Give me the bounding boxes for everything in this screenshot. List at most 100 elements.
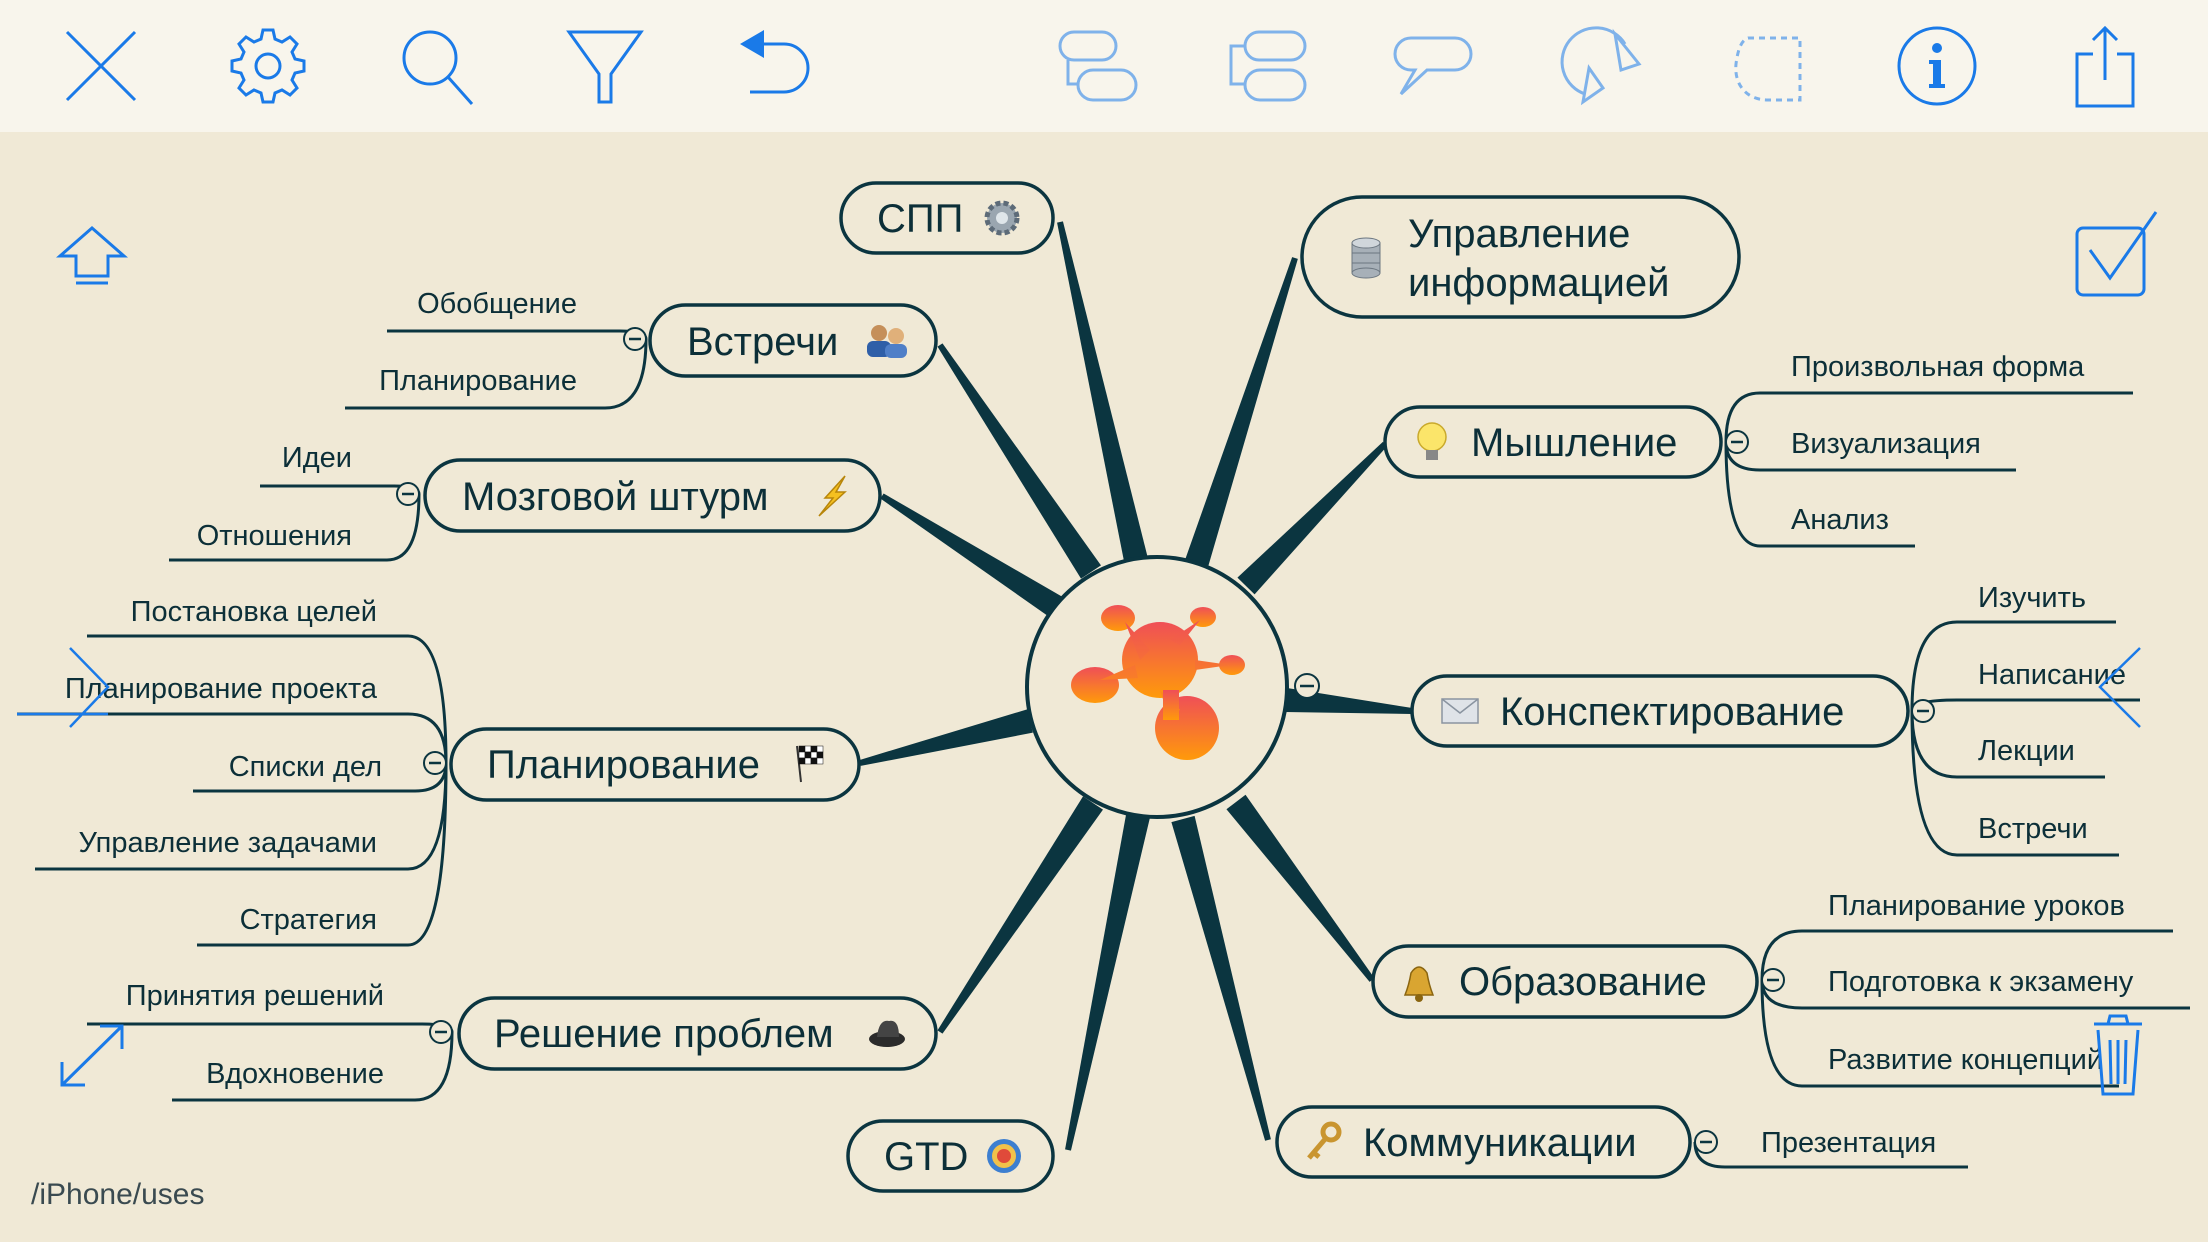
undo-button[interactable] (732, 24, 816, 108)
subtopic-label[interactable]: Идеи (282, 442, 352, 474)
subtopic-communications[interactable]: Презентация (1693, 1127, 1968, 1169)
subtopic-label[interactable]: Написание (1978, 659, 2126, 691)
info-button[interactable] (1895, 24, 1979, 108)
topic-shape[interactable] (1371, 944, 1759, 1019)
topic-shape[interactable] (1275, 1105, 1692, 1179)
subtopic-label[interactable]: Встречи (1978, 813, 2088, 845)
subtopic-label[interactable]: Планирование уроков (1828, 890, 2125, 922)
expand-right-chevron-icon[interactable] (2098, 647, 2141, 728)
collapse-button[interactable] (423, 751, 447, 775)
add-boundary-button[interactable] (1728, 24, 1812, 108)
select-checkbox-button[interactable] (2075, 211, 2158, 297)
central-topic[interactable] (1025, 555, 1320, 819)
subtopic-label[interactable]: Развитие концепций (1828, 1044, 2103, 1076)
subtopic-problems[interactable]: Принятия решений (87, 980, 454, 1033)
subtopic-label[interactable]: Презентация (1761, 1127, 1936, 1159)
collapse-left-chevron-icon[interactable] (17, 647, 110, 728)
topic-shape[interactable] (1300, 195, 1741, 319)
topic-shape[interactable] (1383, 405, 1723, 479)
toolbar (0, 0, 2208, 132)
topic-spp[interactable]: СПП (839, 181, 1055, 255)
topic-shape[interactable] (1410, 674, 1910, 748)
subtopic-label[interactable]: Обобщение (417, 288, 577, 320)
subtopic-label[interactable]: Отношения (197, 520, 352, 552)
add-subtopic-button[interactable] (1056, 24, 1140, 108)
topic-shape[interactable] (423, 458, 882, 533)
subtopic-brainstorm[interactable]: Отношения (169, 493, 421, 562)
subtopic-education[interactable]: Развитие концепций (1760, 979, 2119, 1088)
subtopic-label[interactable]: Стратегия (240, 904, 377, 936)
settings-button[interactable] (226, 24, 310, 108)
subtopic-label[interactable]: Планирование (379, 365, 577, 397)
collapse-button[interactable] (623, 327, 647, 351)
fit-to-screen-arrows-icon[interactable] (60, 1024, 124, 1087)
relationship-icon (1560, 26, 1642, 106)
subtopic-label[interactable]: Анализ (1791, 504, 1889, 536)
go-up-button[interactable] (56, 226, 128, 285)
subtopic-planning[interactable]: Списки дел (193, 751, 448, 793)
share-button[interactable] (2063, 24, 2147, 108)
topic-shape[interactable] (839, 181, 1055, 255)
add-relationship-button[interactable] (1559, 24, 1643, 108)
subtopic-thinking[interactable]: Произвольная форма (1724, 351, 2133, 443)
subtopic-education[interactable]: Подготовка к экзамену (1760, 966, 2190, 1010)
subtopic-planning[interactable]: Стратегия (197, 762, 448, 947)
checkered-flag-icon (796, 745, 824, 783)
subtopic-label[interactable]: Лекции (1978, 735, 2075, 767)
trash-icon[interactable] (2094, 1014, 2142, 1096)
subtopic-notes[interactable]: Встречи (1910, 710, 2119, 857)
add-topic-button[interactable] (1225, 24, 1309, 108)
topic-shape[interactable] (449, 727, 861, 802)
collapse-button[interactable] (1911, 699, 1935, 723)
subtopic-label[interactable]: Изучить (1978, 582, 2086, 614)
subtopic-problems[interactable]: Вдохновение (172, 1031, 454, 1102)
subtopic-notes[interactable]: Написание (1910, 659, 2140, 712)
undo-icon (740, 30, 810, 94)
collapse-button[interactable] (1725, 430, 1749, 454)
subtopic-label[interactable]: Принятия решений (126, 980, 384, 1012)
subtopic-label[interactable]: Списки дел (229, 751, 382, 783)
topic-shape[interactable] (648, 303, 938, 378)
subtopic-thinking[interactable]: Анализ (1724, 441, 1915, 548)
search-button[interactable] (394, 24, 478, 108)
subtopic-label[interactable]: Планирование проекта (65, 673, 378, 705)
collapse-button[interactable] (1761, 968, 1785, 992)
subtopic-connector (260, 484, 421, 495)
subtopic-label[interactable]: Подготовка к экзамену (1828, 966, 2134, 998)
collapse-button[interactable] (429, 1020, 453, 1044)
subtopic-education[interactable]: Планирование уроков (1760, 890, 2173, 981)
subtopic-planning[interactable]: Планирование проекта (17, 673, 448, 764)
close-button[interactable] (59, 24, 143, 108)
subtopic-planning[interactable]: Постановка целей (87, 596, 448, 764)
collapse-button[interactable] (396, 482, 420, 506)
subtopic-label[interactable]: Визуализация (1791, 428, 1981, 460)
subtopic-label[interactable]: Произвольная форма (1791, 351, 2085, 383)
subtopic-label[interactable]: Управление задачами (79, 827, 377, 859)
subtopic-label[interactable]: Постановка целей (131, 596, 377, 628)
subtopic-meetings[interactable]: Планирование (345, 338, 648, 410)
topic-shape[interactable] (457, 996, 938, 1071)
filter-button[interactable] (563, 24, 647, 108)
subtopic-brainstorm[interactable]: Идеи (260, 442, 421, 495)
subtopic-thinking[interactable]: Визуализация (1724, 428, 2016, 472)
topic-shape[interactable] (846, 1119, 1055, 1193)
collapse-button[interactable] (1694, 1130, 1718, 1154)
collapse-center-button[interactable] (1294, 673, 1320, 699)
subtopic-meetings[interactable]: Обобщение (387, 288, 648, 340)
add-callout-button[interactable] (1391, 24, 1475, 108)
subtopic-notes[interactable]: Лекции (1910, 710, 2105, 779)
subtopic-planning[interactable]: Управление задачами (35, 762, 448, 871)
subtopic-label[interactable]: Вдохновение (206, 1058, 384, 1090)
topic-gtd[interactable]: GTD (846, 1119, 1055, 1193)
subtopic-notes[interactable]: Изучить (1910, 582, 2116, 712)
topic-notes[interactable]: КонспектированиеИзучитьНаписаниеЛекцииВс… (1410, 582, 2140, 857)
